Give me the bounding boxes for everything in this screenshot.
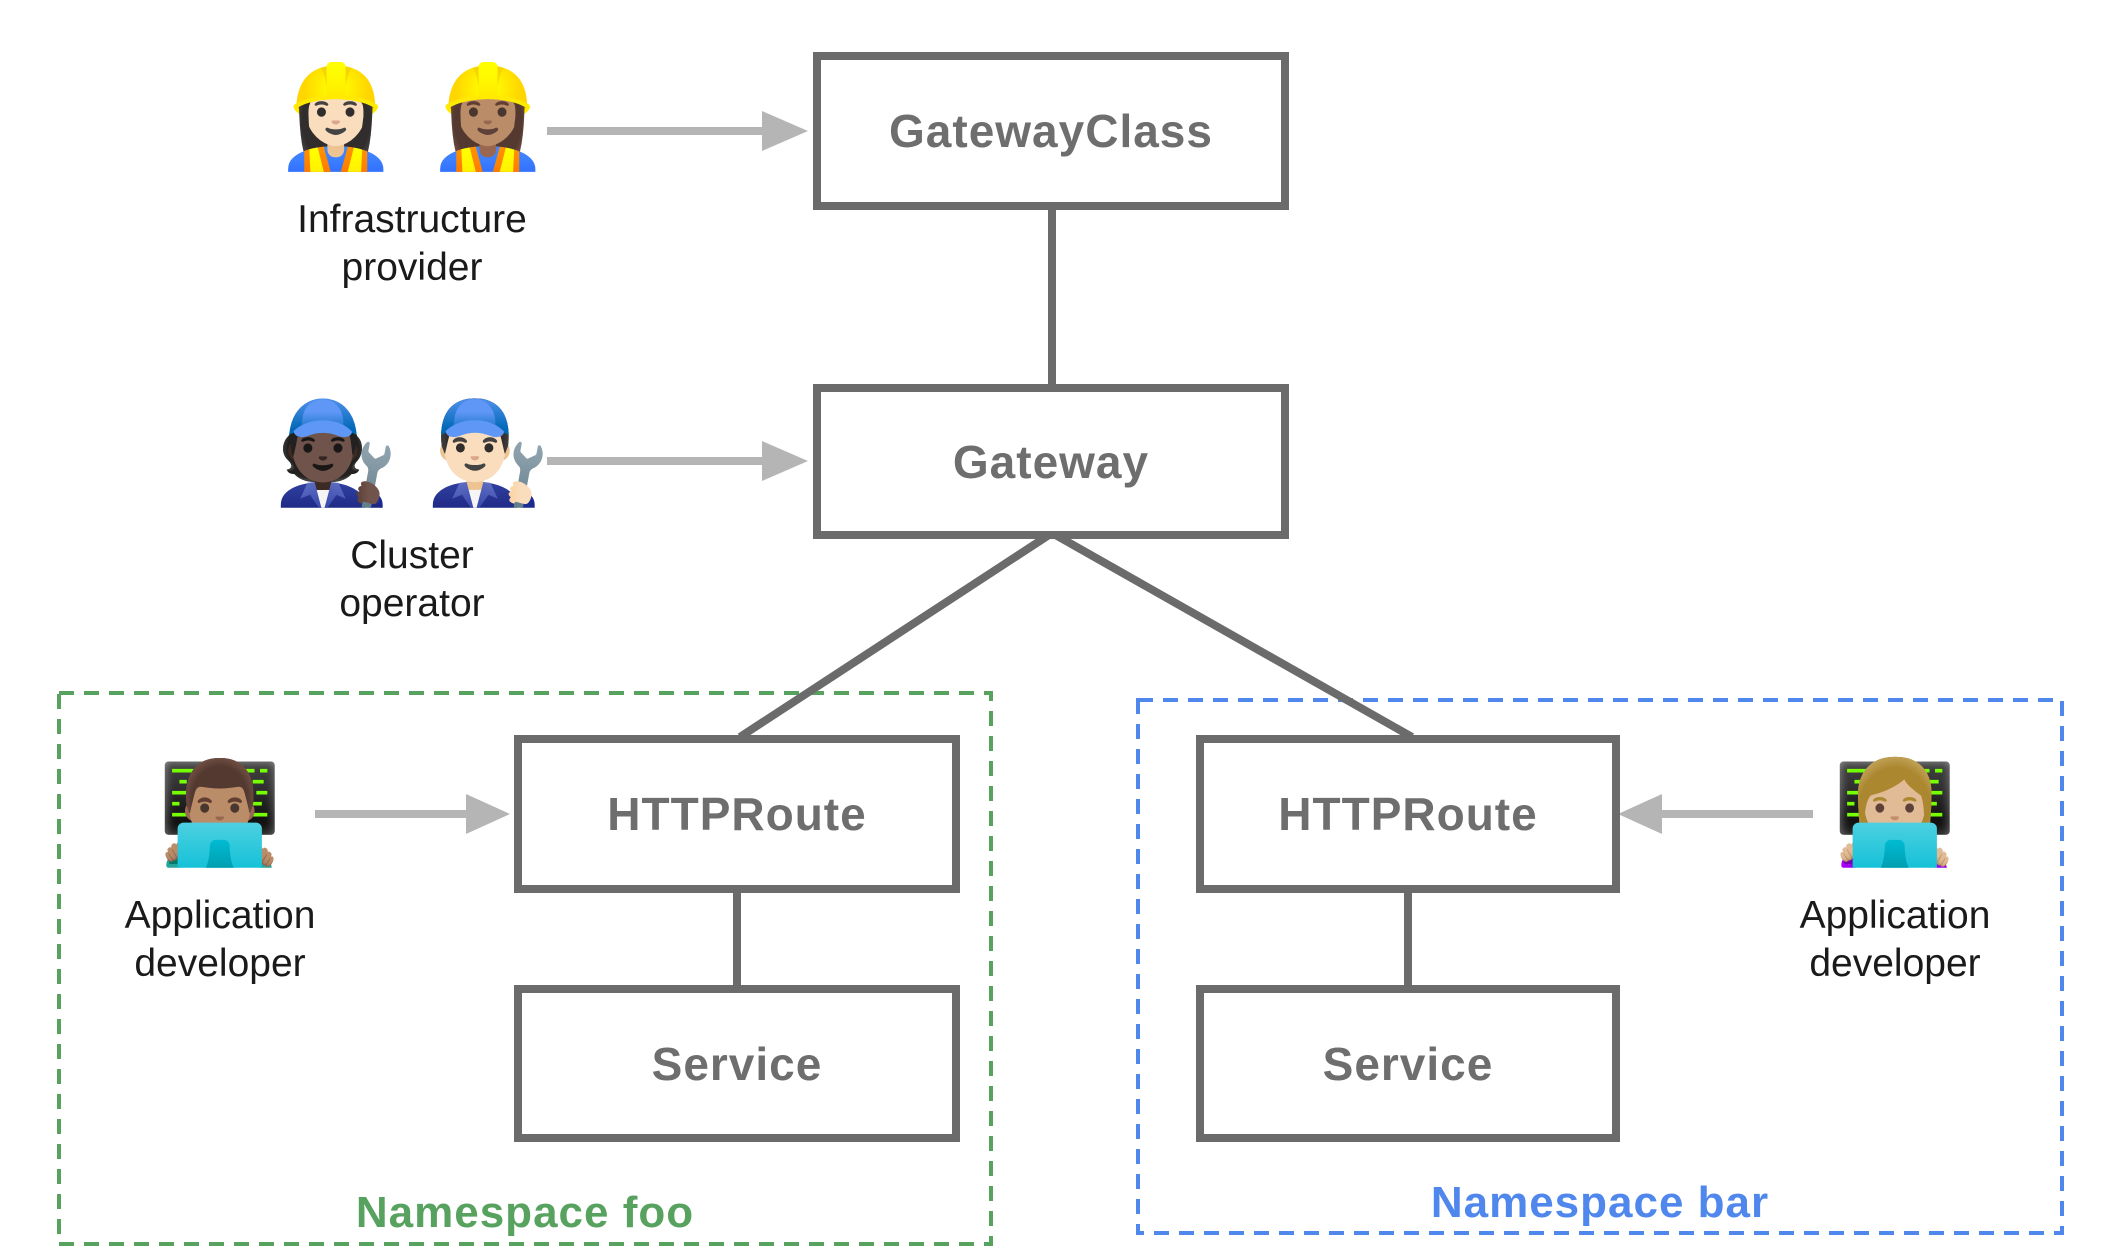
cluster-operator-label: Cluster operator — [339, 534, 485, 626]
arrow-cluster-operator-gateway — [547, 441, 808, 481]
edge-gateway-httproute-bar — [1050, 529, 1414, 741]
infrastructure-provider-persona: 👷🏻‍♀️ 👷🏽‍♀️ Infrastructure provider — [212, 52, 612, 293]
application-developer-bar-label: Application developer — [1799, 894, 1991, 986]
arrow-head-icon — [762, 441, 808, 481]
httproute-bar-node: HTTPRoute — [1196, 735, 1620, 893]
man-technologist-emoji-icon: 👨🏽‍💻 — [157, 757, 283, 869]
construction-worker-emoji-icon: 👷🏻‍♀️ 👷🏽‍♀️ — [273, 61, 551, 173]
application-developer-bar-persona: 👩🏼‍💻 Application developer — [1695, 748, 2095, 989]
service-foo-label: Service — [651, 1037, 823, 1090]
edge-gateway-httproute-foo — [737, 529, 1055, 741]
arrow-head-icon — [466, 794, 510, 834]
service-bar-label: Service — [1322, 1037, 1494, 1090]
woman-technologist-emoji-icon: 👩🏼‍💻 — [1832, 757, 1958, 869]
gateway-node: Gateway — [813, 384, 1289, 539]
arrow-application-developer-httproute-bar — [1618, 794, 1813, 834]
cluster-operator-persona: 🧑🏿‍🔧 👨🏻‍🔧 Cluster operator — [212, 388, 612, 629]
httproute-bar-label: HTTPRoute — [1278, 788, 1538, 840]
arrow-application-developer-httproute-foo — [315, 794, 510, 834]
arrow-infrastructure-provider-gatewayclass — [547, 111, 808, 151]
namespace-bar-label: Namespace bar — [1430, 1178, 1770, 1227]
gatewayclass-node: GatewayClass — [813, 52, 1289, 210]
application-developer-foo-persona: 👨🏽‍💻 Application developer — [20, 748, 420, 989]
namespace-bar-boundary — [1136, 698, 2064, 1235]
httproute-foo-node: HTTPRoute — [514, 735, 960, 893]
mechanic-emoji-icon: 🧑🏿‍🔧 👨🏻‍🔧 — [273, 397, 551, 509]
service-foo-node: Service — [514, 985, 960, 1142]
application-developer-foo-label: Application developer — [124, 894, 316, 986]
gateway-label: Gateway — [952, 435, 1150, 488]
service-bar-node: Service — [1196, 985, 1620, 1142]
namespace-foo-boundary — [57, 691, 993, 1246]
namespace-foo-label: Namespace foo — [355, 1188, 695, 1237]
httproute-foo-label: HTTPRoute — [607, 788, 867, 840]
arrow-head-icon — [1618, 794, 1662, 834]
gatewayclass-label: GatewayClass — [889, 105, 1213, 157]
infrastructure-provider-label: Infrastructure provider — [297, 198, 527, 290]
arrow-head-icon — [762, 111, 808, 151]
